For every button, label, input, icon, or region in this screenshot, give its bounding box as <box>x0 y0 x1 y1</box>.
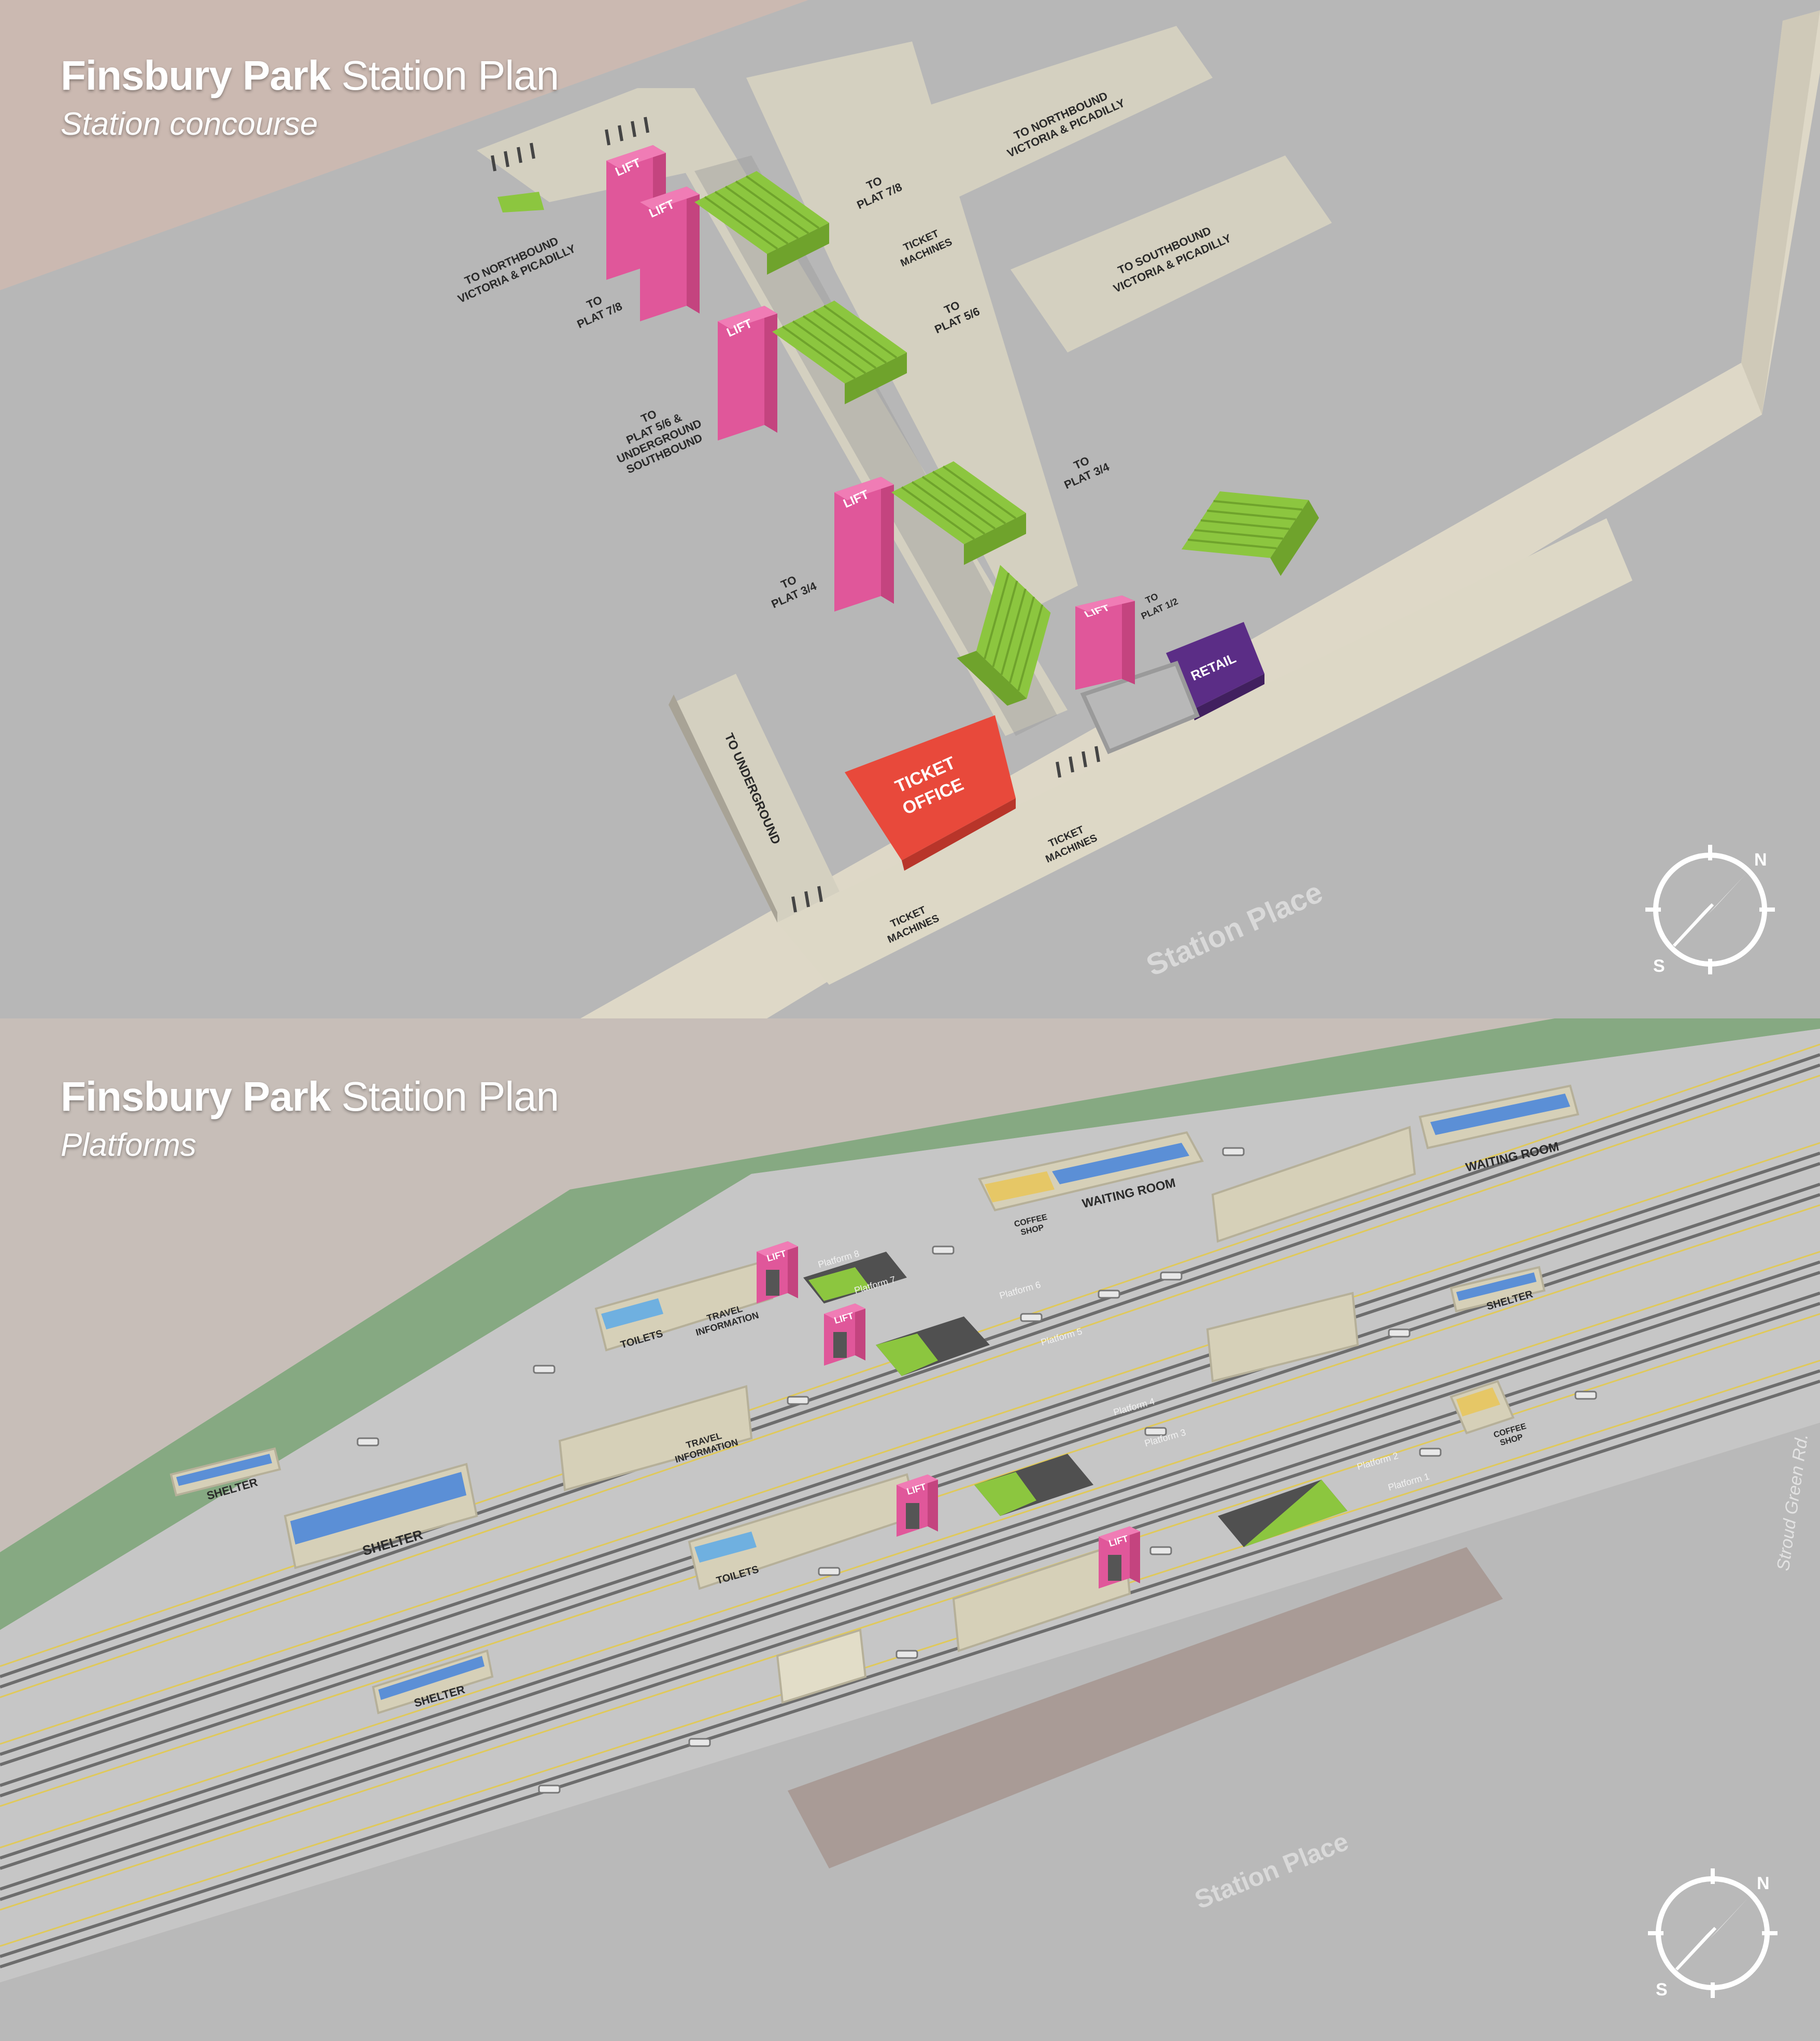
compass-south-label: S <box>1653 956 1665 976</box>
entrance-walkway <box>777 518 1632 985</box>
street-level <box>0 1423 1820 2041</box>
retail-forecourt <box>1080 661 1200 755</box>
platforms-title-block: Finsbury Park Station Plan Platforms <box>61 1073 559 1164</box>
title-regular: Station Plan <box>341 1073 559 1119</box>
lift-5[interactable]: LIFT <box>1075 596 1135 690</box>
stair-opening-1[interactable] <box>803 1252 907 1303</box>
platform-building-4 <box>776 1628 867 1704</box>
platform-building-1 <box>1211 1126 1416 1243</box>
title-bold: Finsbury Park <box>61 1073 331 1119</box>
ticket-office[interactable] <box>845 715 1016 860</box>
lift-1[interactable]: LIFT <box>606 145 666 280</box>
stair-opening-3[interactable] <box>974 1454 1093 1516</box>
title-regular: Station Plan <box>341 52 559 98</box>
platforms-plan-panel: WAITING ROOM COFFEE SHOP WAITING ROOM TR… <box>0 1018 1820 2041</box>
retail-unit[interactable] <box>1166 622 1264 710</box>
platforms-subtitle: Platforms <box>61 1127 196 1163</box>
ticket-gates-top <box>491 117 649 172</box>
travel-info-kiosk-2[interactable] <box>558 1385 753 1492</box>
concourse-plan-panel: TICKET OFFICE RETAIL LIFT LIFT LIFT LIFT… <box>0 0 1820 1018</box>
title-bold: Finsbury Park <box>61 52 331 98</box>
concourse-title: Finsbury Park Station Plan <box>61 52 559 100</box>
perimeter-walkway <box>580 10 1820 1018</box>
platform-lift-4[interactable]: LIFT <box>1099 1526 1140 1589</box>
main-concourse-corridor <box>637 88 1068 736</box>
platform-lift-2[interactable]: LIFT <box>824 1303 865 1366</box>
compass-rose-icon: N S <box>1645 845 1775 976</box>
lift-3[interactable]: LIFT <box>718 306 777 441</box>
platform-building-2 <box>1206 1292 1359 1383</box>
concourse-map: TICKET OFFICE RETAIL LIFT LIFT LIFT LIFT… <box>0 0 1820 1018</box>
ticket-gates-bottom <box>791 746 1100 913</box>
station-roof-canopy <box>788 1547 1503 1868</box>
platforms-map: WAITING ROOM COFFEE SHOP WAITING ROOM TR… <box>0 1018 1820 2041</box>
grass-embankment <box>0 1018 1820 1630</box>
platform-lift-3[interactable]: LIFT <box>897 1475 938 1537</box>
compass-south-label: S <box>1656 1980 1668 2000</box>
underground-corridor <box>669 674 840 923</box>
compass-north-label: N <box>1757 1874 1770 1893</box>
compass-north-label: N <box>1754 850 1767 870</box>
northbound-branch <box>902 26 1213 197</box>
ramp-top-left <box>497 192 544 212</box>
compass-rose-icon: N S <box>1648 1868 1778 2000</box>
concourse-upper-deck <box>746 41 1078 617</box>
platforms-title: Finsbury Park Station Plan <box>61 1073 559 1121</box>
concourse-subtitle: Station concourse <box>61 106 318 142</box>
platform-lift-1[interactable]: LIFT <box>757 1241 798 1303</box>
platform-building-3 <box>952 1540 1131 1652</box>
stair-opening-4[interactable] <box>1218 1480 1347 1547</box>
lift-4[interactable]: LIFT <box>834 477 894 612</box>
stair-opening-2[interactable] <box>876 1316 990 1376</box>
concourse-title-block: Finsbury Park Station Plan Station conco… <box>61 52 559 143</box>
lift-2[interactable]: LIFT <box>640 187 700 321</box>
southbound-branch <box>1011 155 1332 352</box>
